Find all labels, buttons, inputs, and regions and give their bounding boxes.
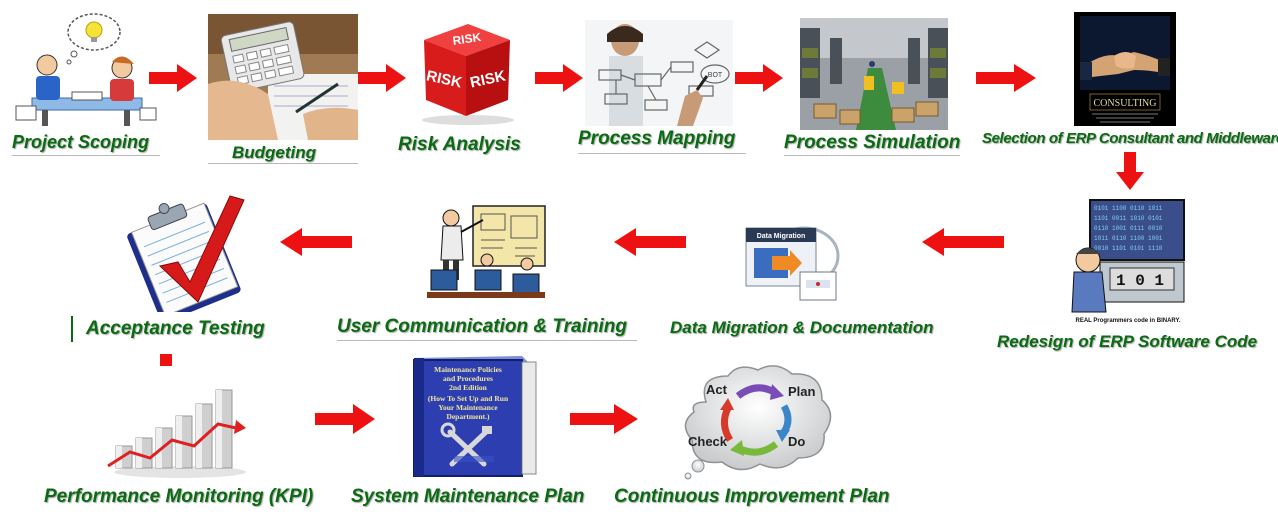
flow-arrow-right-icon [976,64,1036,92]
step-label: Selection of ERP Consultant and Middlewa… [982,130,1278,147]
maintenance-book-icon: Maintenance Policies and Procedures 2nd … [406,352,542,480]
flow-arrow-right-icon [149,64,197,92]
step-label: User Communication & Training [337,316,627,337]
svg-text:1 0 1: 1 0 1 [1116,272,1164,290]
bubble-text: BOT [708,72,723,79]
flow-arrow-left-icon [280,228,352,256]
step-label: Budgeting [232,143,317,162]
flow-arrow-down-icon [1116,152,1144,190]
step-label: Data Migration & Documentation [670,318,934,337]
step-label: Process Simulation [784,132,961,153]
handshake-icon: CONSULTING [1074,12,1176,126]
flow-arrow-right-icon [535,64,583,92]
growth-bar-chart-icon [100,366,250,480]
book-title-line: 2nd Edition [449,383,488,392]
svg-text:0110 1001 0111 0010: 0110 1001 0111 0010 [1094,225,1163,232]
cycle-do-label: Do [788,434,805,449]
warehouse-icon [800,18,948,130]
flowchart-whiteboard-icon: BOT [585,20,733,126]
flow-arrow-left-icon [922,228,1004,256]
cartoon-caption: REAL Programmers code in BINARY. [1075,318,1180,324]
step-label: Continuous Improvement Plan [614,486,890,507]
book-title-line: Your Maintenance [438,403,498,412]
svg-text:1011 0110 1100 1001: 1011 0110 1100 1001 [1094,235,1163,242]
flow-arrow-right-icon [358,64,406,92]
calculator-icon [208,14,358,140]
cycle-plan-label: Plan [788,384,816,399]
training-presentation-icon [425,200,547,302]
team-brainstorm-icon [12,10,160,132]
step-label: Process Mapping [578,128,736,149]
step-label: System Maintenance Plan [351,486,585,507]
divider [578,153,746,154]
flow-arrow-right-icon [315,404,375,434]
step-label: Project Scoping [12,132,150,152]
flow-arrow-right-icon [570,404,638,434]
step-label: Risk Analysis [398,134,521,155]
svg-text:0101 1100 0110 1011: 0101 1100 0110 1011 [1094,205,1163,212]
cycle-check-label: Check [688,434,728,449]
divider [784,155,960,156]
programmer-computer-icon: 0101 1100 0110 1011 1101 0011 1010 0101 … [1070,196,1186,328]
book-title-line: Maintenance Policies [434,365,502,374]
divider [71,316,73,342]
divider [337,340,637,341]
step-label: Redesign of ERP Software Code [997,332,1258,351]
step-label: Performance Monitoring (KPI) [44,486,314,507]
book-title-line: and Procedures [443,374,493,383]
step-label: Acceptance Testing [86,318,265,339]
risk-cube-icon: RISK RISK RISK [410,18,520,126]
poster-text: CONSULTING [1094,98,1157,109]
flow-arrow-right-icon [735,64,783,92]
data-migration-icon: Data Migration [742,222,840,304]
svg-text:0010 1101 0101 1110: 0010 1101 0101 1110 [1094,245,1163,252]
divider [208,163,358,164]
flow-arrow-left-icon [614,228,686,256]
clipboard-check-icon [104,186,256,312]
migration-header-text: Data Migration [757,233,806,240]
pdca-cycle-icon: Act Plan Check Do [676,362,838,480]
cycle-act-label: Act [706,382,728,397]
divider [12,155,160,156]
cube-text: RISK [452,30,483,48]
book-title-line: Department.) [446,412,490,421]
svg-text:1101 0011 1010 0101: 1101 0011 1010 0101 [1094,215,1163,222]
book-title-line: (How To Set Up and Run [428,394,509,403]
